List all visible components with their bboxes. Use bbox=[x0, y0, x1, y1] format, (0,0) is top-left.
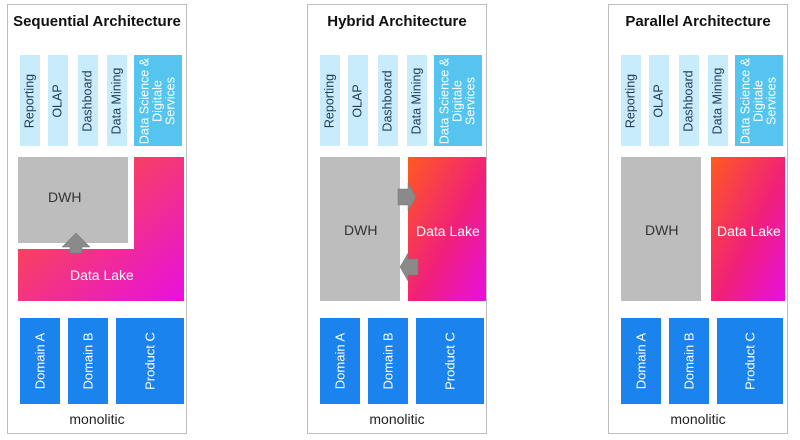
tool-olap: OLAP bbox=[649, 55, 669, 146]
hybrid-storage bbox=[320, 157, 486, 301]
dwh-label: DWH bbox=[48, 189, 82, 205]
dwh-label: DWH bbox=[344, 222, 378, 238]
data-lake-label: Data Lake bbox=[717, 223, 781, 239]
parallel-storage bbox=[621, 157, 785, 301]
panel-title: Hybrid Architecture bbox=[327, 13, 467, 30]
tool-olap: OLAP bbox=[348, 55, 368, 146]
panel-title: Sequential Architecture bbox=[13, 13, 181, 30]
tool-olap: OLAP bbox=[48, 55, 68, 146]
panel-parallel: Parallel Architecture Reporting OLAP Das… bbox=[608, 4, 788, 434]
source-product-c: Product C bbox=[416, 318, 484, 404]
sequential-storage bbox=[18, 157, 184, 301]
data-lake-block bbox=[711, 157, 785, 301]
data-lake-label: Data Lake bbox=[70, 267, 134, 283]
source-domain-a: Domain A bbox=[621, 318, 661, 404]
panel-title: Parallel Architecture bbox=[625, 13, 771, 30]
tool-data-science: Data Science & Digitale Services bbox=[134, 55, 182, 146]
footer-label: monolitic bbox=[670, 411, 726, 427]
tool-data-mining: Data Mining bbox=[407, 55, 427, 146]
dwh-block bbox=[18, 157, 128, 243]
footer-label: monolitic bbox=[69, 411, 125, 427]
tool-reporting: Reporting bbox=[621, 55, 641, 146]
data-lake-block bbox=[408, 157, 486, 301]
source-domain-b: Domain B bbox=[669, 318, 709, 404]
right-arrow-icon bbox=[397, 182, 417, 212]
up-arrow-icon bbox=[61, 232, 91, 254]
tool-reporting: Reporting bbox=[20, 55, 40, 146]
tool-data-mining: Data Mining bbox=[708, 55, 728, 146]
panel-sequential: Sequential Architecture Reporting OLAP D… bbox=[7, 4, 187, 434]
tool-dashboard: Dashboard bbox=[378, 55, 398, 146]
source-domain-a: Domain A bbox=[20, 318, 60, 404]
tool-dashboard: Dashboard bbox=[679, 55, 699, 146]
dwh-block bbox=[621, 157, 701, 301]
source-product-c: Product C bbox=[717, 318, 783, 404]
tool-data-science: Data Science & Digitale Services bbox=[434, 55, 482, 146]
data-lake-block bbox=[18, 157, 184, 301]
source-domain-b: Domain B bbox=[68, 318, 108, 404]
panel-hybrid: Hybrid Architecture Reporting OLAP Dashb… bbox=[307, 4, 487, 434]
tool-dashboard: Dashboard bbox=[78, 55, 98, 146]
footer-label: monolitic bbox=[369, 411, 425, 427]
dwh-block bbox=[320, 157, 400, 301]
tool-reporting: Reporting bbox=[320, 55, 340, 146]
source-domain-b: Domain B bbox=[368, 318, 408, 404]
tool-data-science: Data Science & Digitale Services bbox=[735, 55, 783, 146]
tool-data-mining: Data Mining bbox=[107, 55, 127, 146]
dwh-label: DWH bbox=[645, 222, 679, 238]
left-arrow-icon bbox=[399, 252, 419, 282]
source-product-c: Product C bbox=[116, 318, 184, 404]
data-lake-label: Data Lake bbox=[416, 223, 480, 239]
source-domain-a: Domain A bbox=[320, 318, 360, 404]
